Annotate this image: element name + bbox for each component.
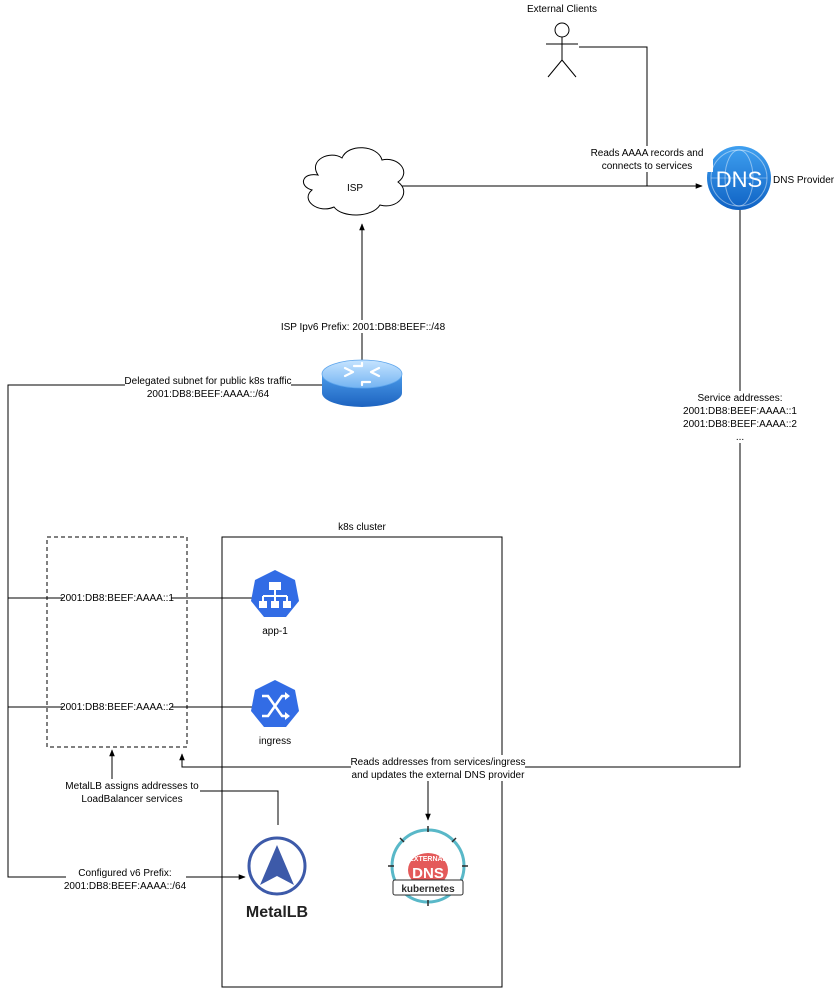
svg-text:DNS: DNS <box>716 167 762 192</box>
svg-text:LoadBalancer services: LoadBalancer services <box>81 794 182 805</box>
edge-clients-to-link <box>579 46 648 186</box>
svg-text:Service addresses:: Service addresses: <box>697 393 782 404</box>
svg-text:2001:DB8:BEEF:AAAA::2: 2001:DB8:BEEF:AAAA::2 <box>60 702 174 713</box>
svg-text:DNS: DNS <box>412 865 444 882</box>
edge-label-clients: Reads AAAA records and connects to servi… <box>583 146 713 172</box>
edge-label-service-addresses: Service addresses: 2001:DB8:BEEF:AAAA::1… <box>683 391 797 443</box>
ingress-icon <box>251 680 299 727</box>
metallb-label: MetalLB <box>246 904 308 921</box>
svg-text:Configured v6 Prefix:: Configured v6 Prefix: <box>78 868 171 879</box>
edge-label-app1-address: 2001:DB8:BEEF:AAAA::1 <box>60 591 174 604</box>
edge-label-ingress-address: 2001:DB8:BEEF:AAAA::2 <box>60 700 174 713</box>
dns-provider-label: DNS Provider <box>773 175 835 186</box>
svg-text:2001:DB8:BEEF:AAAA::2: 2001:DB8:BEEF:AAAA::2 <box>683 419 797 430</box>
actor-head <box>554 22 570 38</box>
isp-cloud: ISP <box>303 147 405 216</box>
svg-text:Reads AAAA records and: Reads AAAA records and <box>591 148 704 159</box>
cluster-title: k8s cluster <box>338 522 386 533</box>
svg-text:2001:DB8:BEEF:AAAA::1: 2001:DB8:BEEF:AAAA::1 <box>60 593 174 604</box>
router-icon <box>321 359 403 407</box>
svg-text:connects to services: connects to services <box>602 161 693 172</box>
svg-text:Reads addresses from services/: Reads addresses from services/ingress <box>350 757 525 768</box>
edge-label-delegated: Delegated subnet for public k8s traffic … <box>124 374 292 400</box>
svg-text:ISP Ipv6 Prefix: 2001:DB8:BEEF: ISP Ipv6 Prefix: 2001:DB8:BEEF::/48 <box>281 322 446 333</box>
svg-text:2001:DB8:BEEF:AAAA::/64: 2001:DB8:BEEF:AAAA::/64 <box>147 389 270 400</box>
svg-text:Delegated subnet for public k8: Delegated subnet for public k8s traffic <box>124 376 291 387</box>
edge-extdns-to-dns <box>179 185 743 768</box>
external-clients-label: External Clients <box>527 4 597 15</box>
ingress-label: ingress <box>259 736 291 747</box>
edge-label-metallb-assigns: MetalLB assigns addresses to LoadBalance… <box>64 779 200 805</box>
isp-label: ISP <box>347 183 363 194</box>
app-1-icon <box>251 570 299 617</box>
edge-label-extdns-reads: Reads addresses from services/ingress an… <box>350 755 526 781</box>
svg-text:MetalLB assigns addresses to: MetalLB assigns addresses to <box>65 781 199 792</box>
metallb-logo: MetalLB <box>246 836 308 921</box>
svg-text:2001:DB8:BEEF:AAAA::1: 2001:DB8:BEEF:AAAA::1 <box>683 406 797 417</box>
edge-label-isp-prefix: ISP Ipv6 Prefix: 2001:DB8:BEEF::/48 <box>281 320 446 333</box>
svg-text:and updates the external DNS p: and updates the external DNS provider <box>352 770 526 781</box>
external-dns-logo: EXTERNAL DNS kubernetes <box>388 826 468 906</box>
svg-text:kubernetes: kubernetes <box>401 884 455 895</box>
edge-label-configured-prefix: Configured v6 Prefix: 2001:DB8:BEEF:AAAA… <box>64 866 187 892</box>
svg-text:2001:DB8:BEEF:AAAA::/64: 2001:DB8:BEEF:AAAA::/64 <box>64 881 187 892</box>
address-pool-box <box>46 536 188 748</box>
dns-provider-icon: DNS <box>707 146 771 210</box>
svg-text:EXTERNAL: EXTERNAL <box>409 856 447 863</box>
svg-text:...: ... <box>736 432 744 443</box>
app-1-label: app-1 <box>262 626 288 637</box>
external-clients-actor <box>546 22 578 78</box>
